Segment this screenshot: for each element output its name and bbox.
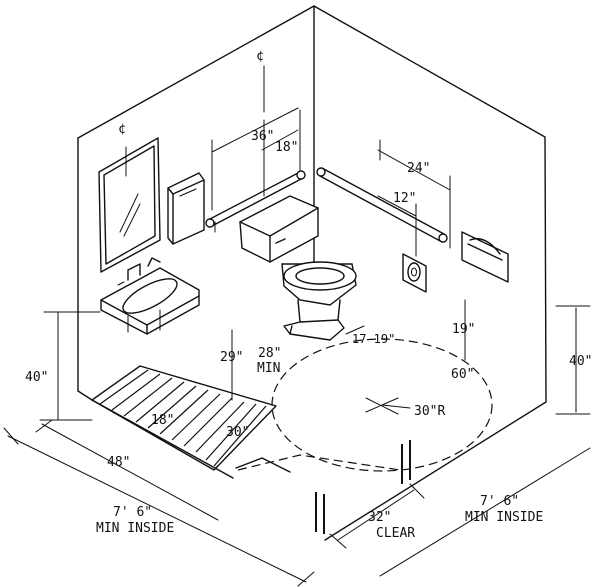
dim-40-left-label: 40" [25,370,48,385]
toilet [239,195,357,341]
left-min-inside-label: MIN INSIDE [96,521,174,536]
grab-bar-side [316,167,448,243]
dim-18-floor-label: 18" [151,413,174,428]
towel-dispenser [167,172,205,245]
dim-29-label: 29" [220,350,243,365]
room-walls [77,5,547,541]
right-width-label: 7' 6" [480,494,519,509]
right-min-inside-label: MIN INSIDE [465,510,543,525]
door [235,440,411,534]
left-width-label: 7' 6" [113,505,152,520]
dim-28-label: 28" [258,346,281,361]
dim-32-label: 32" [368,510,391,525]
dim-30-floor-label: 30" [226,425,249,440]
dim-24-label: 24" [407,161,430,176]
dim-40-right-label: 40" [569,354,592,369]
clear-label: CLEAR [376,526,415,541]
dim-60-label: 60" [451,367,474,382]
turning-circle [271,338,493,472]
dim-min-label: MIN [257,361,280,376]
dim-12-label: 12" [393,191,416,206]
centerline-toilet-label: ¢ [256,49,264,64]
seat-cover-dispenser [461,231,509,283]
mirror [98,137,161,273]
dim-30r-label: 30"R [414,404,445,419]
dim-48-label: 48" [107,455,130,470]
dimension-lines [3,65,591,587]
dim-36-label: 36" [251,129,274,144]
toilet-paper-dispenser [402,253,427,293]
knee-clearance-hatch [91,365,277,471]
dim-19-label: 19" [452,322,475,337]
labels: ¢ ¢ 36" 18" 24" 12" 17-19" 19" 60" 28" M… [25,49,592,541]
centerline-mirror-label: ¢ [118,122,126,137]
dim-18-top-label: 18" [275,140,298,155]
dim-17-19-label: 17-19" [352,332,395,346]
lavatory-sink [100,257,200,335]
